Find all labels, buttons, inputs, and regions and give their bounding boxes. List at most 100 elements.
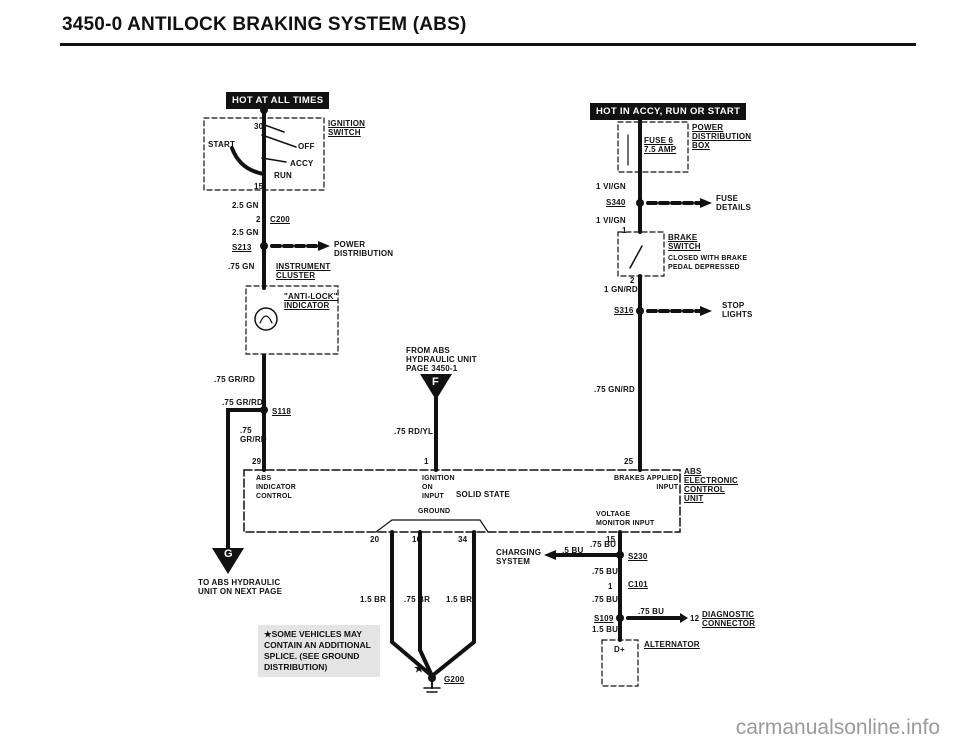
title-rule	[60, 43, 916, 46]
arrow-fuse-details	[700, 198, 712, 208]
cu-pin-15: 15	[606, 535, 616, 544]
ignition-off-arm	[261, 134, 297, 148]
wire-label-15bu: 1.5 BU	[592, 625, 619, 634]
wire-label-75gn: .75 GN	[228, 262, 255, 271]
wire-label-75grrd-a: .75 GR/RD	[214, 375, 255, 384]
wire-label-1vign-b: 1 VI/GN	[596, 216, 626, 225]
indicator-filament	[259, 315, 273, 324]
brake-pin-2: 2	[630, 276, 635, 285]
s316-label: S316	[614, 306, 634, 315]
splice-s230	[616, 551, 624, 559]
s213-label: S213	[232, 243, 252, 252]
wire-75br	[418, 530, 434, 678]
g200-label: G200	[444, 675, 465, 684]
connector-f-label: F	[432, 376, 439, 388]
cu-pin-25: 25	[624, 457, 634, 466]
wire-15br-a	[390, 530, 434, 678]
connector-g-shape	[212, 548, 244, 574]
wire-label-75bu-c: .75 BU	[592, 595, 619, 604]
s109-label: S109	[594, 614, 614, 623]
cu-pin-34: 34	[458, 535, 468, 544]
diag-pin-12: 12	[690, 614, 700, 623]
page-title: 3450-0 ANTILOCK BRAKING SYSTEM (ABS)	[62, 14, 467, 35]
cu-pin-10: 10	[412, 535, 422, 544]
ignition-start-arc	[230, 146, 266, 176]
brake-pin-1: 1	[622, 226, 627, 235]
wire-label-1vign-a: 1 VI/GN	[596, 182, 626, 191]
wire-label-25gn-a: 2.5 GN	[232, 201, 259, 210]
alternator-box	[601, 639, 639, 687]
diag-connector-tip	[680, 613, 688, 623]
wire-label-75rdyl: .75 RD/YL	[394, 427, 434, 436]
watermark: carmanualsonline.info	[735, 716, 940, 739]
arrow-charging	[544, 550, 556, 560]
wire-label-75bu-a: .75 BU	[590, 540, 617, 549]
c101-label: C101	[628, 580, 648, 589]
solid-state-label: SOLID STATE	[456, 490, 510, 499]
ignition-off-label: OFF	[298, 142, 315, 151]
alternator-d-plus: D+	[614, 645, 625, 654]
cu-pin-20: 20	[370, 535, 380, 544]
ignition-pin-15: 15	[254, 182, 264, 191]
wire-label-75gnrd: .75 GN/RD	[594, 385, 635, 394]
cu-pin-29: 29	[252, 457, 262, 466]
ground-star: ★	[414, 663, 425, 675]
s118-label: S118	[272, 407, 292, 416]
abs-control-unit-box	[243, 469, 681, 533]
arrow-stop-lights	[700, 306, 712, 316]
g200-dot	[428, 674, 436, 682]
c200-pin: 2	[256, 215, 261, 224]
wire-label-75bu-d: .75 BU	[638, 607, 665, 616]
alternator-label: ALTERNATOR	[644, 640, 700, 649]
c200-label: C200	[270, 215, 290, 224]
splice-s213	[260, 242, 268, 250]
ignition-pin-30: 30	[254, 122, 264, 131]
brake-switch-contact	[629, 245, 643, 269]
ignition-start-label: START	[208, 140, 236, 149]
wire-15br-b	[430, 530, 476, 678]
splice-s118	[260, 406, 268, 414]
wire-label-75br: .75 BR	[404, 595, 431, 604]
wire-label-1gnrd: 1 GN/RD	[604, 285, 638, 294]
c101-pin: 1	[608, 582, 613, 591]
ignition-accy-label: ACCY	[290, 159, 314, 168]
wire-label-15br-a: 1.5 BR	[360, 595, 387, 604]
cu-pin-1: 1	[424, 457, 429, 466]
ground-label: GROUND	[418, 508, 451, 515]
wire-75grrd-b	[226, 408, 266, 557]
connector-g-label: G	[224, 548, 233, 560]
splice-s109	[616, 614, 624, 622]
banner-hot-at-all-times: HOT AT ALL TIMES	[226, 92, 330, 109]
banner-hot-accy-run-start: HOT IN ACCY, RUN OR START	[590, 103, 747, 120]
ground-splice-note: ★SOME VEHICLES MAY CONTAIN AN ADDITIONAL…	[258, 625, 380, 677]
wire-label-25gn-b: 2.5 GN	[232, 228, 259, 237]
wire-label-5bu: .5 BU	[562, 546, 584, 555]
splice-s340	[636, 199, 644, 207]
wire-label-75bu-b: .75 BU	[592, 567, 619, 576]
wire-label-75grrd-b: .75 GR/RD	[222, 398, 263, 407]
ignition-run-label: RUN	[274, 171, 292, 180]
s340-label: S340	[606, 198, 626, 207]
anti-lock-indicator-label: "ANTI-LOCK"INDICATOR	[284, 292, 338, 310]
wire-label-15br-b: 1.5 BR	[446, 595, 473, 604]
anti-lock-indicator-lamp	[254, 307, 278, 331]
brake-switch-box	[617, 231, 665, 277]
splice-s316	[636, 307, 644, 315]
